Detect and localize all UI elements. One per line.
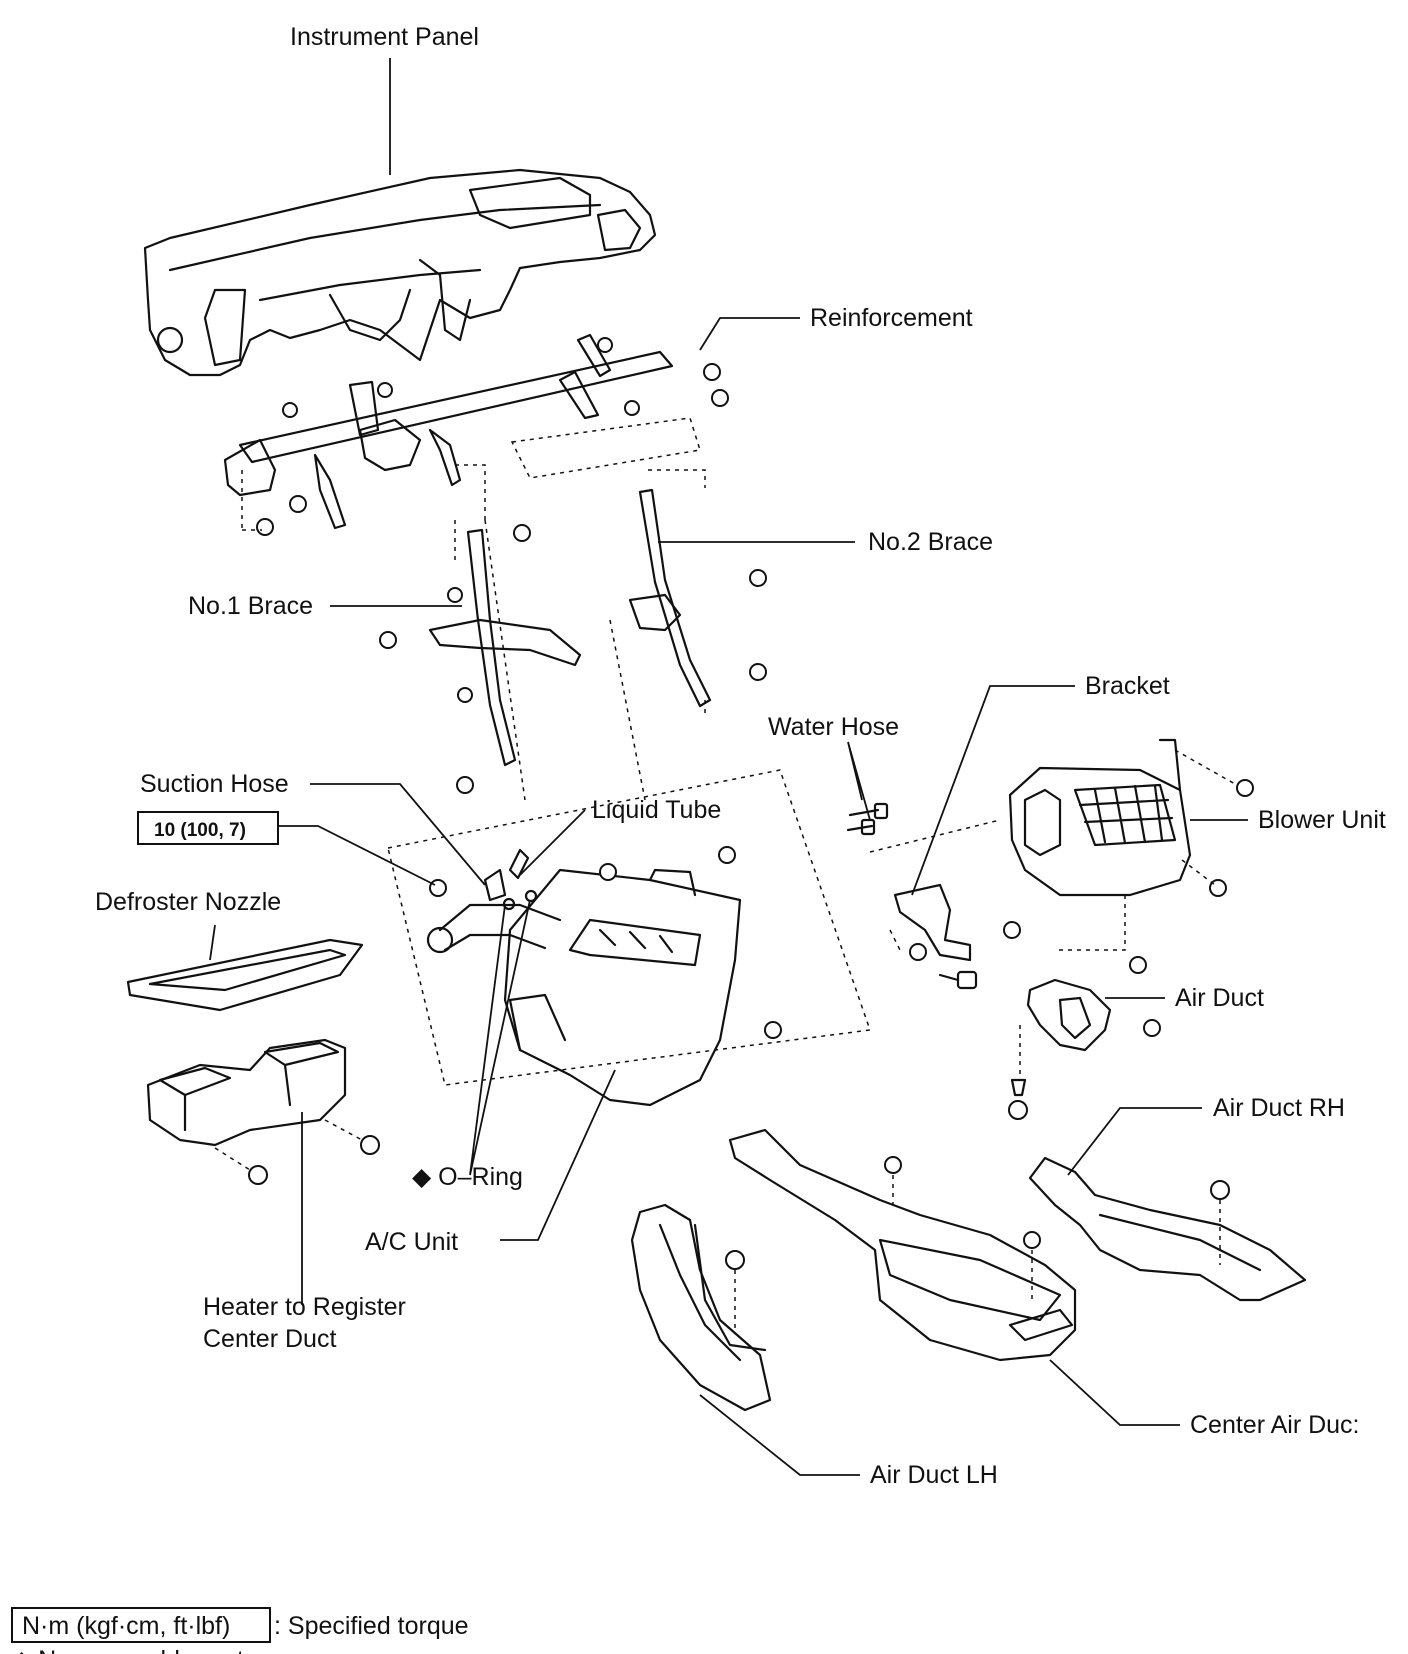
label-center-air-duct: Center Air Duc: (1190, 1411, 1360, 1439)
label-o-ring: ◆ O–Ring (412, 1163, 523, 1191)
torque-callout: 10 (100, 7) (137, 811, 436, 886)
suction-hose-leader: Suction Hose (140, 770, 486, 886)
liquid-tube-leader: Liquid Tube (519, 796, 721, 876)
air-duct-lh-drawing: Air Duct LH (630, 1203, 998, 1489)
torque-value: 10 (100, 7) (154, 820, 246, 841)
label-ac-unit: A/C Unit (365, 1228, 458, 1256)
label-water-hose: Water Hose (768, 713, 899, 741)
label-instrument-panel: Instrument Panel (290, 23, 479, 51)
label-defroster-nozzle: Defroster Nozzle (95, 888, 281, 916)
label-no2-brace: No.2 Brace (868, 528, 993, 556)
heater-to-register-duct-drawing: Heater to Register Center Duct (146, 1038, 406, 1353)
water-hose-drawing: Water Hose (768, 713, 899, 836)
instrument-panel-drawing: Instrument Panel (143, 23, 657, 377)
label-heater-to-register-line2: Center Duct (203, 1325, 336, 1353)
legend-torque-unit: N·m (kgf·cm, ft·lbf) (22, 1612, 230, 1640)
legend-non-reusable: ◆ Non–reusable part (12, 1646, 244, 1654)
label-air-duct-lh: Air Duct LH (870, 1461, 998, 1489)
label-reinforcement: Reinforcement (810, 304, 973, 332)
label-air-duct: Air Duct (1175, 984, 1264, 1012)
center-air-duct-drawing: Center Air Duc: (728, 1128, 1360, 1439)
blower-unit-drawing: Blower Unit (1008, 738, 1386, 951)
o-ring-leader: ◆ O–Ring (412, 899, 531, 1191)
air-duct-drawing: Air Duct (1008, 956, 1264, 1120)
label-liquid-tube: Liquid Tube (592, 796, 721, 824)
legend: N·m (kgf·cm, ft·lbf) : Specified torque … (11, 1607, 469, 1654)
label-heater-to-register-line1: Heater to Register (203, 1293, 406, 1321)
label-air-duct-rh: Air Duct RH (1213, 1094, 1345, 1122)
no2-brace-drawing: No.2 Brace (609, 469, 993, 801)
label-suction-hose: Suction Hose (140, 770, 289, 798)
label-blower-unit: Blower Unit (1258, 806, 1386, 834)
torque-box (137, 811, 279, 845)
label-no1-brace: No.1 Brace (188, 592, 313, 620)
label-bracket: Bracket (1085, 672, 1170, 700)
no1-brace-drawing: No.1 Brace (188, 519, 582, 801)
bracket-drawing: Bracket (869, 672, 1170, 990)
defroster-nozzle-drawing: Defroster Nozzle (95, 888, 364, 1012)
legend-torque-desc: : Specified torque (274, 1612, 469, 1640)
air-duct-rh-drawing: Air Duct RH (1028, 1094, 1345, 1302)
legend-torque-box (11, 1607, 271, 1643)
reinforcement-drawing: Reinforcement (223, 304, 973, 536)
ac-unit-drawing: A/C Unit (365, 769, 872, 1256)
